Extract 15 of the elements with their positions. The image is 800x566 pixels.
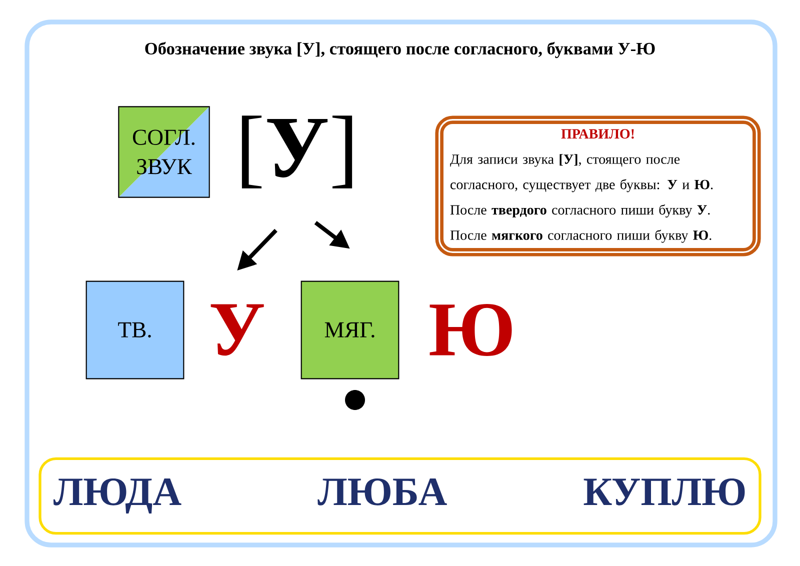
rule-text: После твердого согласного пиши букву У. xyxy=(450,204,710,218)
rule-heading: ПРАВИЛО! xyxy=(561,129,634,139)
example-panel xyxy=(38,457,762,535)
consonant-box: МЯГ. xyxy=(300,280,400,380)
letter: Ю xyxy=(430,304,512,356)
rule-text: Для записи звука [У], стоящего после согласного, существует две буквы: У и Ю. xyxy=(450,154,713,192)
sound-label: [У] xyxy=(242,116,352,188)
title: Обозначение звука [У], стоящего после согласного, буквами У-Ю xyxy=(145,42,655,58)
rule-card xyxy=(435,116,761,256)
consonant-box: ТВ. xyxy=(86,280,184,380)
example-word: КУПЛЮ xyxy=(584,478,745,506)
rule-text: После мягкого согласного пиши букву Ю. xyxy=(450,230,712,243)
example-word: ЛЮБА xyxy=(318,478,447,506)
example-word: ЛЮДА xyxy=(53,478,182,514)
letter: У xyxy=(210,304,264,356)
